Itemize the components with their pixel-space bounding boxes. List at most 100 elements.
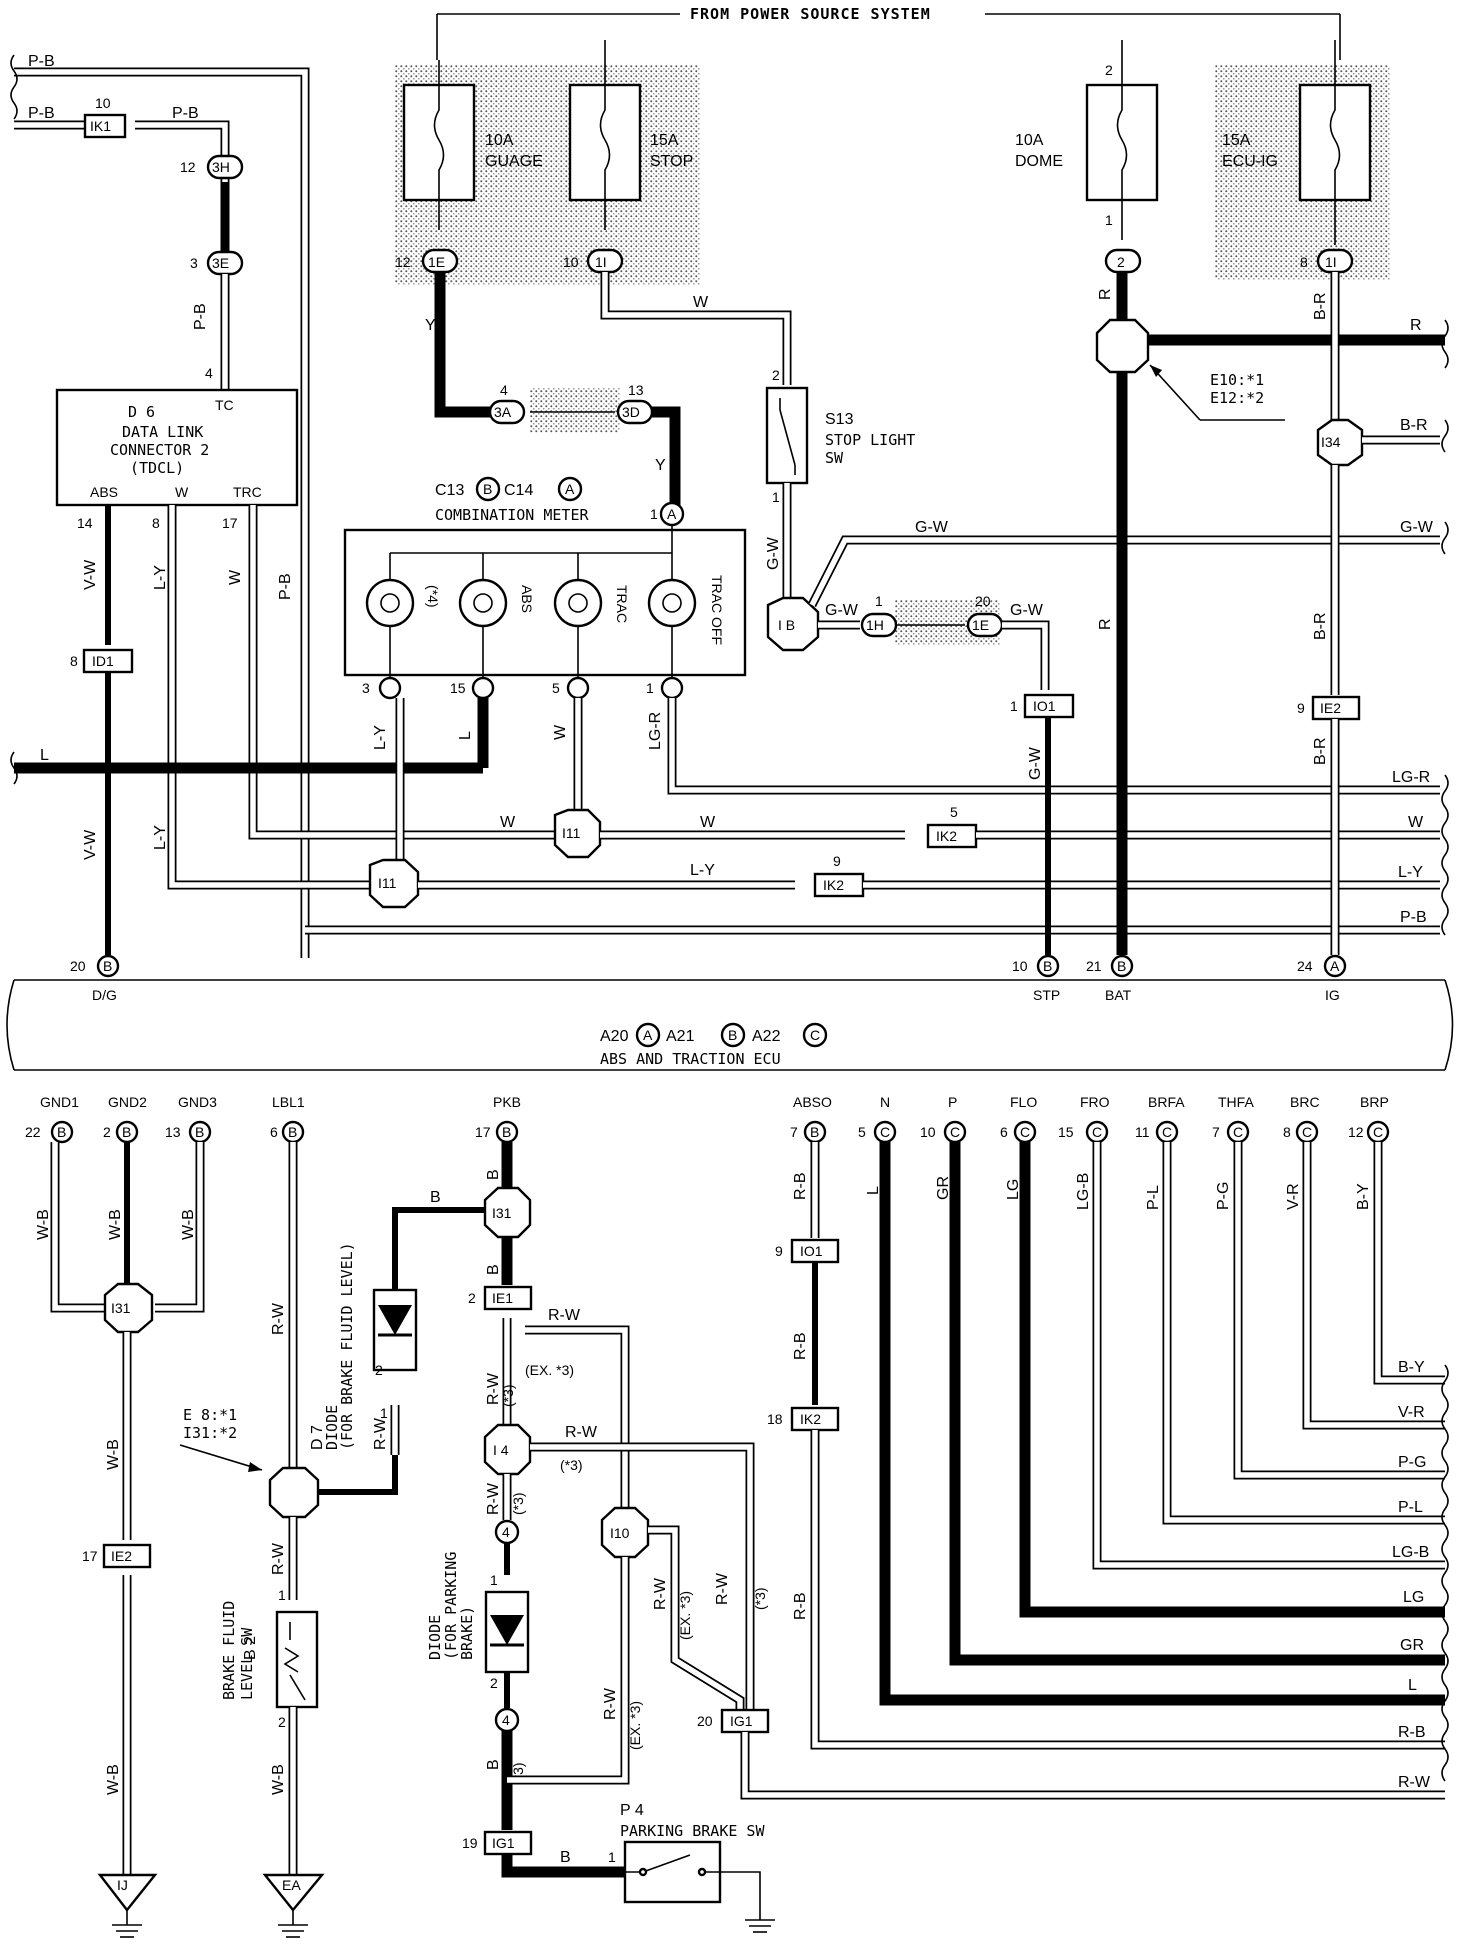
svg-text:R-W: R-W	[1398, 1774, 1431, 1791]
svg-text:ABS AND TRACTION ECU: ABS AND TRACTION ECU	[600, 1050, 781, 1068]
svg-text:1: 1	[1010, 698, 1018, 714]
svg-text:10: 10	[920, 1124, 936, 1140]
svg-text:(EX. *3): (EX. *3)	[525, 1362, 574, 1378]
svg-text:B: B	[122, 1124, 131, 1140]
svg-text:LG-B: LG-B	[1075, 1173, 1092, 1210]
svg-text:P-B: P-B	[1400, 909, 1427, 926]
abs-traction-ecu: A20 A A21 B A22 C ABS AND TRACTION ECU	[6, 979, 1454, 1071]
svg-text:(*3): (*3)	[510, 1492, 526, 1515]
svg-text:V-W: V-W	[82, 829, 99, 860]
svg-text:E12:*2: E12:*2	[1210, 389, 1264, 407]
svg-text:10A: 10A	[1015, 132, 1044, 149]
stop-light-switch: W 2 S13 STOP LIGHT SW 1 G-W	[600, 272, 915, 600]
svg-text:R-B: R-B	[792, 1332, 809, 1360]
svg-text:R-W: R-W	[485, 1482, 502, 1515]
svg-text:W: W	[175, 484, 189, 500]
fuse-dome: 2 1 10A DOME	[1015, 40, 1159, 240]
lbl1-circuit: R-W E 8:*1 I31:*2 R-W 1 B 2 BRAKE FLUID …	[179, 1142, 325, 1938]
svg-text:5: 5	[950, 804, 958, 820]
svg-text:ID1: ID1	[92, 653, 114, 669]
svg-text:4: 4	[502, 1712, 510, 1728]
svg-text:P 4: P 4	[620, 1802, 644, 1819]
ecu-top-pins: B 20 D/G B 10 STP B 21 BAT A 24 IG	[70, 954, 1347, 1003]
svg-text:IG1: IG1	[492, 1835, 515, 1851]
svg-text:I34: I34	[1321, 434, 1341, 450]
svg-text:21: 21	[1086, 958, 1102, 974]
svg-text:G-W: G-W	[1010, 602, 1044, 619]
svg-text:IK2: IK2	[800, 1411, 821, 1427]
meter-lamp-trac: TRAC	[553, 553, 630, 680]
svg-text:20: 20	[697, 1713, 713, 1729]
svg-text:1: 1	[650, 506, 658, 522]
svg-text:B: B	[485, 1169, 502, 1180]
svg-text:D 7: D 7	[309, 1425, 326, 1450]
svg-text:17: 17	[475, 1124, 491, 1140]
svg-text:8: 8	[70, 653, 78, 669]
svg-text:6: 6	[270, 1124, 278, 1140]
svg-text:V-R: V-R	[1398, 1404, 1425, 1421]
right-edge-breaks	[1441, 319, 1449, 1782]
svg-text:P-B: P-B	[277, 573, 294, 600]
svg-text:GND1: GND1	[40, 1094, 79, 1110]
svg-text:1E: 1E	[428, 254, 445, 270]
svg-text:15A: 15A	[1222, 132, 1251, 149]
svg-text:GR: GR	[935, 1176, 952, 1200]
svg-text:I10: I10	[610, 1525, 630, 1541]
svg-text:2: 2	[1117, 254, 1125, 270]
svg-text:G-W: G-W	[1400, 519, 1434, 536]
svg-text:IJ: IJ	[117, 1877, 128, 1893]
svg-text:3A: 3A	[494, 404, 512, 420]
svg-text:A20: A20	[600, 1028, 629, 1045]
svg-text:DIODE: DIODE	[323, 1405, 341, 1450]
meter-lamp-abs: ABS	[458, 553, 535, 680]
svg-text:B: B	[810, 1124, 819, 1140]
svg-text:R-W: R-W	[485, 1372, 502, 1405]
svg-text:R-B: R-B	[792, 1592, 809, 1620]
svg-text:3: 3	[362, 680, 370, 696]
svg-text:C: C	[810, 1027, 820, 1043]
svg-text:2: 2	[278, 1714, 286, 1730]
svg-text:9: 9	[775, 1243, 783, 1259]
svg-text:13: 13	[628, 382, 644, 398]
svg-text:I11: I11	[562, 825, 581, 841]
fuse-ecu-ig: 15A ECU-IG	[1215, 40, 1390, 280]
svg-text:A: A	[667, 506, 677, 522]
svg-text:W-B: W-B	[107, 1209, 124, 1240]
ground-wires-left: W-B W-B W-B I31 W-B IE2 17 W-B IJ	[35, 1142, 205, 1938]
svg-text:C: C	[950, 1124, 960, 1140]
svg-text:GR: GR	[1400, 1637, 1424, 1654]
svg-text:10: 10	[95, 95, 111, 111]
svg-text:(*3): (*3)	[560, 1457, 583, 1473]
svg-text:(TDCL): (TDCL)	[130, 459, 184, 477]
svg-text:1: 1	[278, 1587, 286, 1603]
svg-text:R-W: R-W	[270, 1542, 287, 1575]
svg-text:P-L: P-L	[1398, 1499, 1423, 1516]
svg-text:(EX. *3): (EX. *3)	[677, 1591, 693, 1640]
svg-text:R-B: R-B	[792, 1172, 809, 1200]
svg-text:1: 1	[646, 680, 654, 696]
svg-text:4: 4	[205, 365, 213, 381]
svg-text:PARKING BRAKE SW: PARKING BRAKE SW	[620, 1822, 765, 1840]
svg-text:15: 15	[1058, 1124, 1074, 1140]
svg-text:C: C	[880, 1124, 890, 1140]
svg-text:B: B	[195, 1124, 204, 1140]
svg-text:10: 10	[563, 254, 579, 270]
svg-text:1: 1	[380, 1405, 388, 1421]
r-wire-bat: R R R E10:*1 E12:*2	[1095, 272, 1445, 955]
data-link-connector-2: TC D 6 DATA LINK CONNECTOR 2 (TDCL) ABS …	[55, 388, 299, 531]
svg-text:3D: 3D	[622, 404, 640, 420]
svg-text:8: 8	[1300, 254, 1308, 270]
meter-lamp-trac-off: TRAC OFF	[647, 553, 725, 680]
svg-text:TRC: TRC	[233, 484, 262, 500]
svg-text:19: 19	[462, 1835, 478, 1851]
svg-text:L: L	[457, 731, 474, 740]
svg-text:B-R: B-R	[1312, 292, 1329, 320]
svg-text:L-Y: L-Y	[1398, 864, 1423, 881]
svg-text:PKB: PKB	[493, 1094, 521, 1110]
svg-text:14: 14	[77, 515, 93, 531]
svg-text:R-W: R-W	[270, 1302, 287, 1335]
svg-text:LG-R: LG-R	[647, 712, 664, 750]
svg-text:17: 17	[82, 1548, 98, 1564]
svg-text:W: W	[227, 569, 244, 585]
svg-text:10: 10	[1012, 958, 1028, 974]
